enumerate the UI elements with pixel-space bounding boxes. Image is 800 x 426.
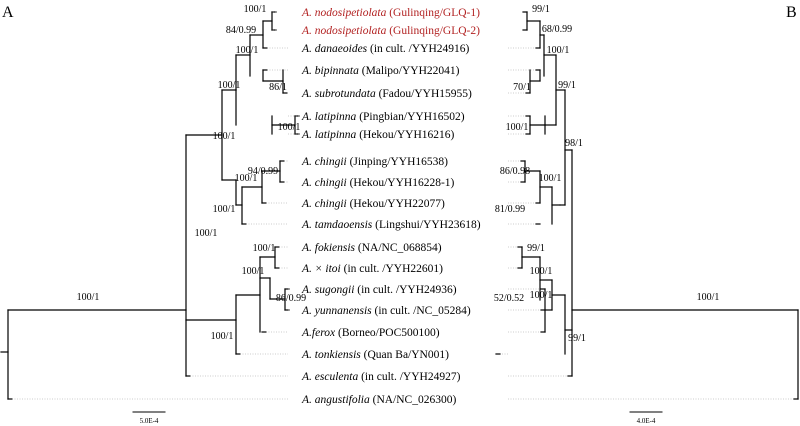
support-value: 70/1	[513, 82, 531, 93]
support-value: 100/1	[697, 292, 720, 303]
support-value: 94/0.99	[248, 166, 278, 177]
right-tree: 99/1 68/0.99 100/1 70/1 99/1 100/1 86/0.98 100/…	[494, 4, 799, 400]
taxon-species: A. chingii	[301, 177, 347, 189]
taxon-species: A. nodosipetiolata	[301, 25, 387, 37]
taxon-voucher: (in cult. /NC_05284)	[372, 305, 471, 317]
scale-label-left: 5.0E-4	[140, 417, 159, 425]
support-value: 100/1	[547, 45, 570, 56]
support-value: 100/1	[77, 292, 100, 303]
support-value: 100/1	[195, 228, 218, 239]
taxon-voucher: (in cult. /YYH24927)	[358, 371, 460, 383]
support-value: 100/1	[235, 173, 258, 184]
taxon-voucher: (Hekou/YYH16228-1)	[347, 177, 455, 189]
taxon-species: A. angustifolia	[301, 394, 370, 406]
taxon-species: A. fokiensis	[301, 242, 356, 254]
taxon-species: A.ferox	[301, 327, 336, 339]
taxon-label: A. yunnanensis (in cult. /NC_05284)	[301, 305, 471, 317]
taxon-voucher: (Gulinqing/GLQ-1)	[386, 7, 480, 19]
support-value: 98/1	[565, 138, 583, 149]
taxon-label: A. chingii (Hekou/YYH22077)	[301, 198, 445, 210]
taxon-label: A. sugongii (in cult. /YYH24936)	[301, 284, 457, 296]
support-value: 100/1	[236, 45, 259, 56]
support-value: 81/0.99	[495, 204, 525, 215]
taxon-voucher: (Borneo/POC500100)	[335, 327, 440, 339]
taxon-label: A.ferox (Borneo/POC500100)	[301, 327, 440, 339]
scale-label-right: 4.0E-4	[637, 417, 656, 425]
support-value: 100/1	[244, 4, 267, 15]
taxon-species: A. latipinna	[301, 129, 357, 141]
taxon-species: A. chingii	[301, 198, 347, 210]
support-value: 100/1	[506, 122, 529, 133]
support-value: 86/1	[269, 82, 287, 93]
taxon-voucher: (Pingbian/YYH16502)	[356, 111, 464, 123]
taxon-label: A. tonkiensis (Quan Ba/YN001)	[301, 349, 449, 361]
taxon-voucher: (in cult. /YYH24916)	[367, 43, 469, 55]
taxon-species: A. bipinnata	[301, 65, 359, 77]
taxon-label: A. latipinna (Pingbian/YYH16502)	[301, 111, 465, 123]
taxon-voucher: (NA/NC_068854)	[355, 242, 442, 254]
support-value: 100/1	[213, 204, 236, 215]
support-value: 99/1	[532, 4, 550, 15]
taxon-label: A. × itoi (in cult. /YYH22601)	[301, 263, 443, 275]
taxon-species: A. subrotundata	[301, 88, 376, 100]
support-value: 99/1	[568, 333, 586, 344]
panel-label-a: A	[2, 4, 14, 21]
taxon-label: A. subrotundata (Fadou/YYH15955)	[301, 88, 472, 100]
taxon-label: A. nodosipetiolata (Gulinqing/GLQ-2)	[301, 25, 480, 37]
taxon-voucher: (Jinping/YYH16538)	[347, 156, 448, 168]
scale-bar-left: 5.0E-4	[132, 411, 166, 425]
support-value: 84/0.99	[226, 25, 256, 36]
taxon-species: A. esculenta	[301, 371, 358, 383]
support-value: 100/1	[242, 266, 265, 277]
panel-label-b: B	[786, 4, 797, 21]
taxon-label: A. bipinnata (Malipo/YYH22041)	[301, 65, 460, 77]
support-value: 100/1	[218, 80, 241, 91]
taxon-label: A. chingii (Jinping/YYH16538)	[301, 156, 448, 168]
taxon-voucher: (in cult. /YYH24936)	[354, 284, 456, 296]
taxon-label: A. angustifolia (NA/NC_026300)	[301, 394, 456, 406]
taxon-species: A. tonkiensis	[301, 349, 361, 361]
taxon-species: A. tamdaoensis	[301, 219, 373, 231]
taxon-label: A. chingii (Hekou/YYH16228-1)	[301, 177, 455, 189]
taxon-voucher: (Lingshui/YYH23618)	[372, 219, 480, 231]
taxon-label: A. tamdaoensis (Lingshui/YYH23618)	[301, 219, 481, 231]
support-value: 99/1	[527, 243, 545, 254]
support-value: 86/0.99	[276, 293, 306, 304]
taxon-voucher: (Gulinqing/GLQ-2)	[386, 25, 480, 37]
support-value: 100/1	[211, 331, 234, 342]
taxon-voucher: (Quan Ba/YN001)	[361, 349, 449, 361]
taxon-species: A. sugongii	[301, 284, 354, 296]
support-value: 100/1	[539, 173, 562, 184]
support-value: 68/0.99	[542, 24, 572, 35]
taxon-voucher: (NA/NC_026300)	[370, 394, 457, 406]
support-value: 99/1	[558, 80, 576, 91]
taxon-label: A. latipinna (Hekou/YYH16216)	[301, 129, 455, 141]
support-value: 100/1	[213, 131, 236, 142]
taxon-labels: A. nodosipetiolata (Gulinqing/GLQ-1)A. n…	[301, 7, 481, 406]
taxon-label: A. fokiensis (NA/NC_068854)	[301, 242, 442, 254]
support-value: 100/1	[253, 243, 276, 254]
left-tree: 100/184/0.99100/186/1100/1100/194/0.9910…	[0, 4, 306, 400]
taxon-voucher: (Malipo/YYH22041)	[359, 65, 460, 77]
taxon-voucher: (Fadou/YYH15955)	[376, 88, 472, 100]
support-value: 100/1	[530, 266, 553, 277]
taxon-voucher: (in cult. /YYH22601)	[341, 263, 443, 275]
taxon-species: A. chingii	[301, 156, 347, 168]
taxon-voucher: (Hekou/YYH22077)	[347, 198, 445, 210]
taxon-label: A. danaeoides (in cult. /YYH24916)	[301, 43, 470, 55]
support-value: 100/1	[278, 122, 301, 133]
taxon-species: A. danaeoides	[301, 43, 368, 55]
taxon-species: A. yunnanensis	[301, 305, 372, 317]
taxon-species: A. × itoi	[301, 263, 341, 275]
taxon-species: A. nodosipetiolata	[301, 7, 387, 19]
scale-bar-right: 4.0E-4	[629, 411, 663, 425]
support-value: 86/0.98	[500, 166, 530, 177]
support-value: 52/0.52	[494, 293, 524, 304]
taxon-species: A. latipinna	[301, 111, 357, 123]
taxon-voucher: (Hekou/YYH16216)	[356, 129, 454, 141]
taxon-label: A. esculenta (in cult. /YYH24927)	[301, 371, 461, 383]
taxon-label: A. nodosipetiolata (Gulinqing/GLQ-1)	[301, 7, 480, 19]
support-value: 100/1	[530, 290, 553, 301]
